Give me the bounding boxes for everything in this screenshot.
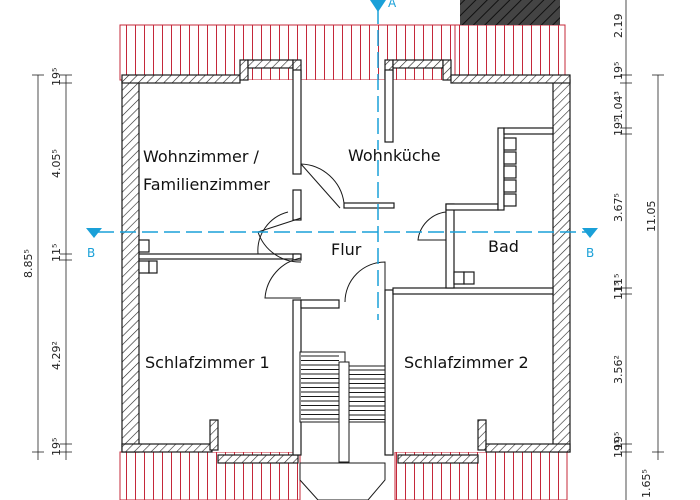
room-label-schlafzimmer-2: Schlafzimmer 2	[404, 353, 529, 372]
dim-right-c: 3.56²	[612, 355, 625, 384]
dimension-chain-right	[620, 0, 664, 500]
section-marker-a	[370, 0, 386, 12]
dim-left-total: 8.85⁵	[22, 249, 35, 278]
roof-top-left	[119, 24, 456, 81]
room-label-flur: Flur	[331, 240, 362, 259]
dimension-chain-left	[32, 74, 72, 460]
dim-right-a: 1.04³	[612, 91, 625, 120]
dim-right-roof-bottom: 1.65⁵	[640, 469, 653, 498]
dim-right-b: 3.67⁵	[612, 193, 625, 222]
exterior-walls	[121, 59, 571, 464]
room-label-wohnkueche: Wohnküche	[348, 146, 441, 165]
stair-treads	[301, 355, 385, 420]
dim-right-top-wall-2: 19⁵	[612, 118, 625, 136]
dim-left-top: 19⁵	[50, 68, 63, 86]
interior-walls	[138, 69, 554, 456]
dim-left-mid: 11⁵	[50, 244, 63, 262]
section-label-a: A	[388, 0, 397, 10]
dim-left-bottom: 19⁵	[50, 438, 63, 456]
dim-right-bot-2: 19⁵	[612, 440, 625, 458]
section-lines	[98, 8, 590, 320]
section-marker-b-right	[582, 228, 598, 238]
section-marker-b-left	[86, 228, 102, 238]
room-label-bad: Bad	[488, 237, 519, 256]
room-label-schlafzimmer-1: Schlafzimmer 1	[145, 353, 270, 372]
dim-left-schlaf: 4.29²	[50, 341, 63, 370]
room-label-wohnzimmer-2: Familienzimmer	[143, 175, 270, 194]
dim-right-mid-2: 11⁵	[612, 282, 625, 300]
dim-right-top-wall: 19⁵	[612, 62, 625, 80]
dim-right-bot-1: 19⁵	[612, 432, 625, 450]
dim-right-total: 11.05	[645, 201, 658, 233]
room-label-wohnzimmer-1: Wohnzimmer /	[143, 147, 259, 166]
doors	[257, 163, 447, 303]
dim-right-mid-1: 11⁵	[612, 274, 625, 292]
chimney	[460, 0, 560, 25]
dim-left-wohnzimmer: 4.05⁵	[50, 149, 63, 178]
section-label-b-left: B	[87, 246, 95, 260]
chimney-shafts	[138, 137, 517, 285]
roof-top-right	[454, 24, 566, 81]
dim-right-roof-top: 2.19	[612, 14, 625, 39]
section-label-b-right: B	[586, 246, 594, 260]
